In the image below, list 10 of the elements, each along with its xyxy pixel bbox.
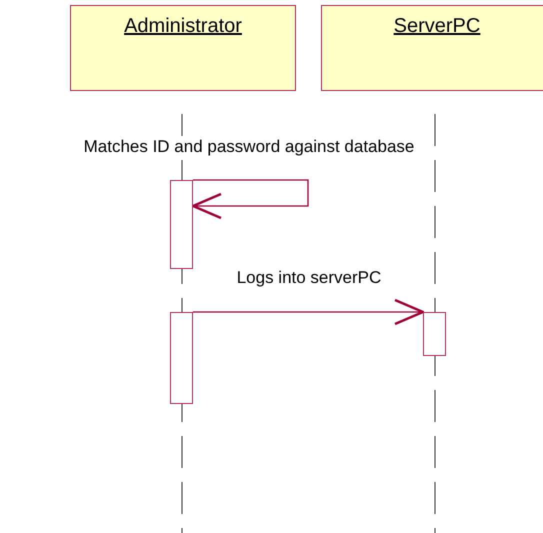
lifeline-box: [70, 5, 296, 91]
object-name: ServerPC: [394, 14, 480, 38]
activation-bar: [170, 180, 193, 269]
message-arrow: [192, 179, 309, 220]
activation-bar: [170, 312, 193, 404]
edge-label: Matches ID and password against database: [84, 136, 414, 158]
object-name: Administrator: [124, 14, 242, 38]
message-arrow: [193, 298, 424, 326]
lifeline-box: [321, 5, 543, 91]
activation-bar: [423, 312, 446, 356]
